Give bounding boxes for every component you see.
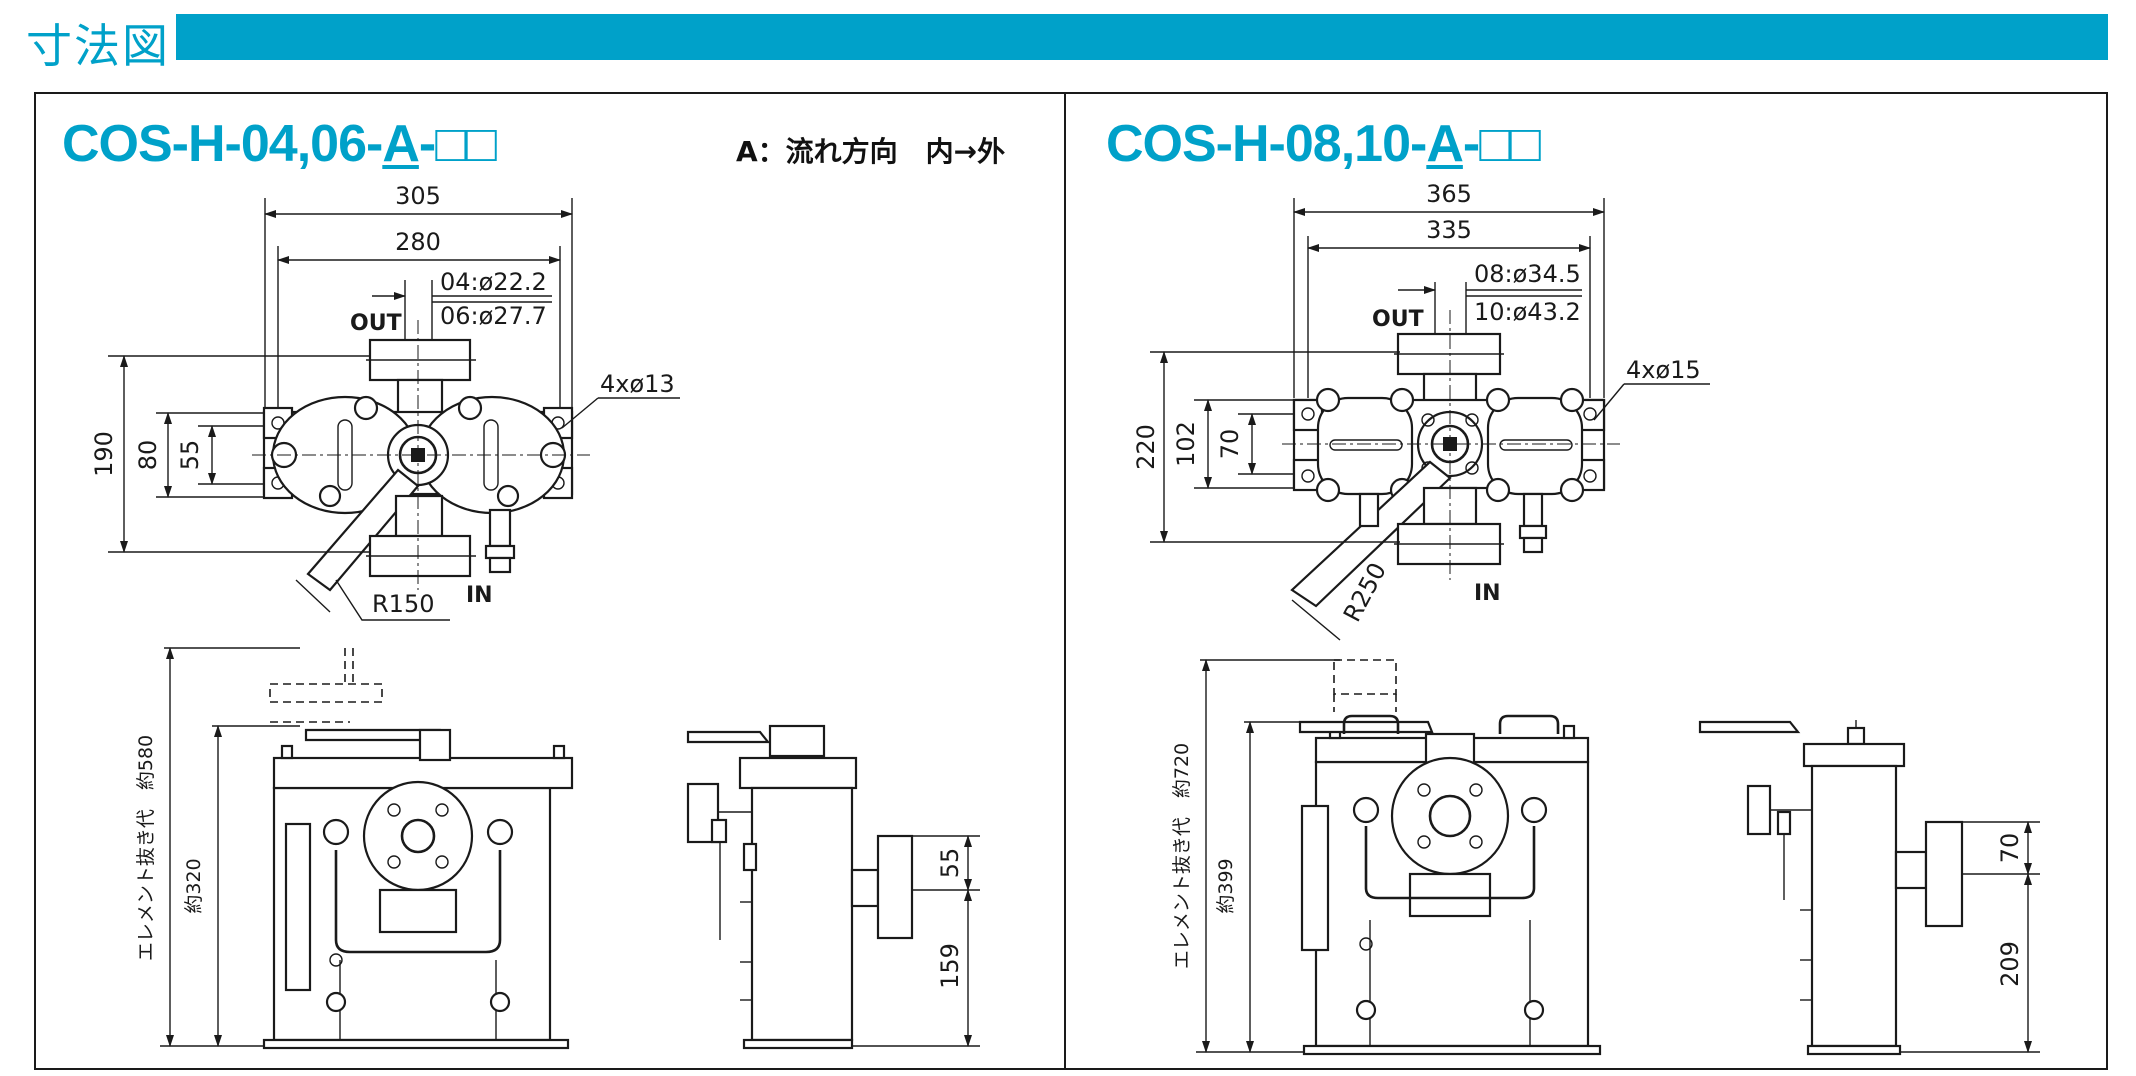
- left-in-label: IN: [466, 583, 493, 608]
- left-model-prefix: COS-H-04,06-: [62, 115, 383, 173]
- right-dim-s70: 70: [1996, 833, 2024, 864]
- page-header: 寸法図: [0, 0, 2136, 80]
- left-dim-r150: R150: [372, 590, 434, 618]
- right-model-prefix: COS-H-08,10-: [1106, 115, 1427, 173]
- left-dim-80: 80: [134, 440, 162, 471]
- right-side-view: 70 209: [1698, 720, 2040, 1056]
- right-dim-10: 10:ø43.2: [1474, 298, 1581, 326]
- left-dim-s159: 159: [936, 943, 964, 989]
- left-model-suffix: -□□: [418, 115, 497, 173]
- right-dim-elem: エレメント抜き代 約720: [1171, 743, 1193, 969]
- left-dim-190: 190: [90, 431, 118, 477]
- left-dim-elem: エレメント抜き代 約580: [135, 735, 157, 961]
- left-front-view: エレメント抜き代 約580 約320: [135, 647, 574, 1050]
- flow-direction-note: A：流れ方向 内→外: [736, 135, 1006, 168]
- left-top-view: 305 280 04:ø22.2 06:ø27.7 OUT: [90, 182, 680, 621]
- right-front-view: エレメント抜き代 約720 約399: [1171, 659, 1602, 1056]
- left-dim-06: 06:ø27.7: [440, 302, 547, 330]
- header-bar: [176, 14, 2108, 60]
- left-out-label: OUT: [350, 311, 402, 336]
- right-in-label: IN: [1474, 581, 1501, 606]
- right-dim-s209: 209: [1996, 941, 2024, 987]
- right-model-title: COS-H-08,10-A-□□: [1106, 114, 1541, 174]
- right-dim-holes: 4xø15: [1626, 356, 1701, 384]
- left-dim-280: 280: [395, 228, 441, 256]
- left-dim-305: 305: [395, 182, 441, 210]
- left-model-title: COS-H-04,06-A-□□: [62, 114, 497, 174]
- panel-divider: [1064, 92, 1066, 1070]
- right-top-view: 365 335 08:ø34.5 10:ø43.2 OUT: [1132, 180, 1710, 641]
- drawing-frame: [34, 92, 2108, 1070]
- left-side-view: 55 159: [686, 724, 980, 1050]
- right-dim-365: 365: [1426, 180, 1472, 208]
- left-dim-320: 約320: [183, 858, 205, 913]
- right-dim-220: 220: [1132, 424, 1160, 470]
- left-dim-holes: 4xø13: [600, 370, 675, 398]
- right-dim-08: 08:ø34.5: [1474, 260, 1581, 288]
- left-dim-s55: 55: [936, 848, 964, 879]
- right-dim-335: 335: [1426, 216, 1472, 244]
- right-dim-70: 70: [1216, 429, 1244, 460]
- right-dim-399: 約399: [1215, 858, 1237, 913]
- page-title: 寸法図: [26, 19, 170, 73]
- left-model-accent: A: [382, 115, 420, 173]
- right-model-accent: A: [1426, 115, 1464, 173]
- left-dim-04: 04:ø22.2: [440, 268, 547, 296]
- right-out-label: OUT: [1372, 307, 1424, 332]
- left-dim-55: 55: [176, 440, 204, 471]
- right-dim-102: 102: [1172, 421, 1200, 467]
- right-model-suffix: -□□: [1462, 115, 1541, 173]
